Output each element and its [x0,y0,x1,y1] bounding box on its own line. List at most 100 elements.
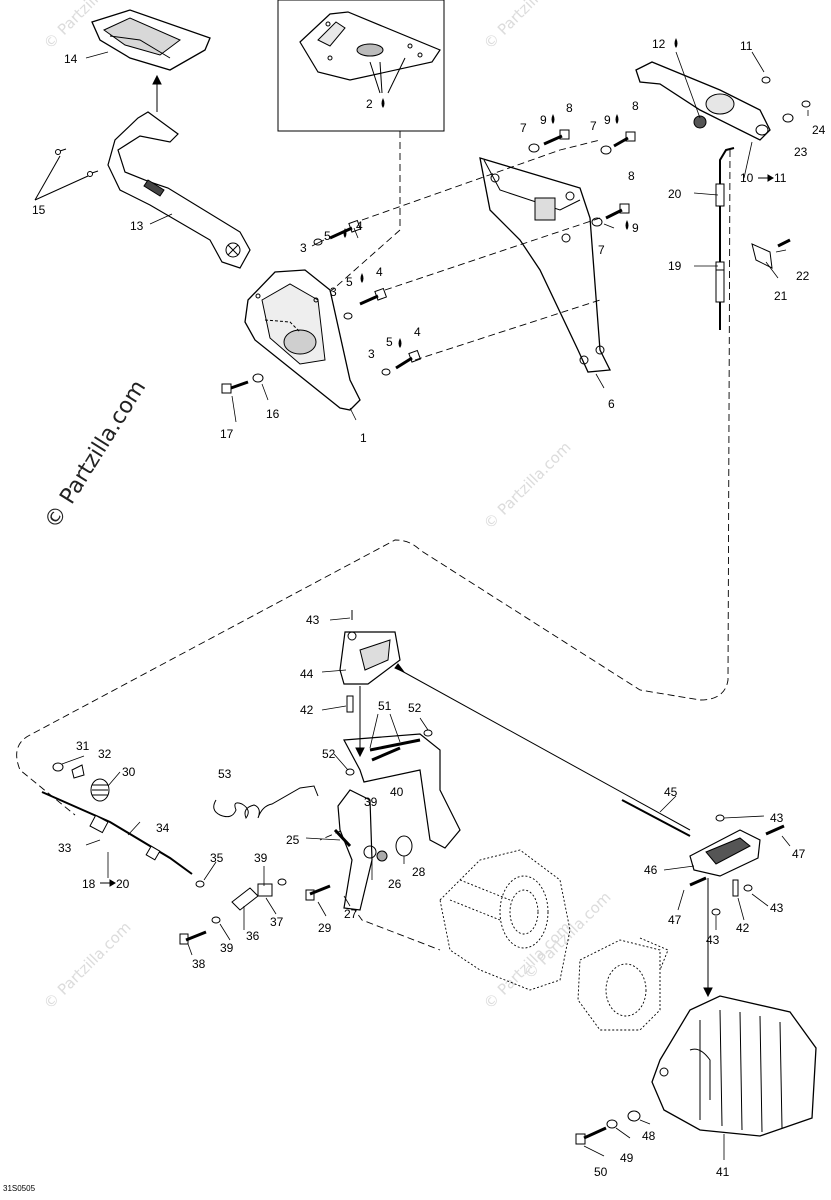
callout-22: 22 [796,269,810,283]
callout-4: 4 [376,265,383,279]
callout-39: 39 [220,941,234,955]
callout-5: 5 [324,229,331,243]
callout-21: 21 [774,289,788,303]
part-35-39-fasteners [179,878,331,945]
part-12-lever [635,61,771,141]
part-15-screws [34,148,99,201]
callout-43: 43 [770,901,784,915]
reverse-gate-phantom [577,937,669,1031]
callout-32: 32 [98,747,112,761]
callout-47: 47 [668,913,682,927]
callout-8: 8 [566,101,573,115]
callout-36: 36 [246,929,260,943]
part-46-bracket [689,814,785,998]
callout-13: 13 [130,219,144,233]
leader-arrow [399,669,691,831]
part-1-housing [244,269,361,411]
callout-43: 43 [770,811,784,825]
callout-48: 48 [642,1129,656,1143]
part-7-8-9-fasteners [528,129,636,227]
callout-20: 20 [668,187,682,201]
part-53-spring [213,785,319,820]
callout-43: 43 [706,933,720,947]
callout-7: 7 [590,119,597,133]
part-21-22-clip [751,238,791,269]
cable-routing-lines [16,131,731,951]
callout-51: 51 [378,699,392,713]
callout-37: 37 [270,915,284,929]
callout-31: 31 [76,739,90,753]
callout-16: 16 [266,407,280,421]
callout-40: 40 [390,785,404,799]
callout-42: 42 [300,703,314,717]
part-19-20-rod [715,147,735,330]
callout-2: 2 [366,97,373,111]
callout-19: 19 [668,259,682,273]
part-45-rod [621,799,691,837]
adhesive-drop-icon [343,38,678,348]
callout-23: 23 [794,145,808,159]
callout-41: 41 [716,1165,730,1179]
callout-52: 52 [408,701,422,715]
callout-10-target: 11 [774,171,787,185]
callout-39: 39 [364,795,378,809]
callout-9: 9 [604,113,611,127]
callout-39: 39 [254,851,268,865]
part-24-nut [801,100,811,108]
part-41-nozzle-cover [575,995,817,1145]
callout-10: 10 [740,171,754,185]
part-23-washer [782,113,794,123]
part-33-cable [41,791,193,875]
callout-1: 1 [360,431,367,445]
part-25-28-pedal-arm [333,789,413,911]
callout-18: 18 [82,877,96,891]
part-44-bracket [339,610,401,758]
callout-26: 26 [388,877,402,891]
callout-11: 11 [740,39,753,53]
callout-7: 7 [520,121,527,135]
drawing-code: 31S0505 [3,1184,36,1193]
part-14-handle [91,9,211,71]
callout-8: 8 [628,169,635,183]
callout-30: 30 [122,765,136,779]
callout-9: 9 [632,221,639,235]
part-3-4-5-fasteners [313,219,422,376]
callout-4: 4 [356,219,363,233]
callout-49: 49 [620,1151,634,1165]
callout-17: 17 [220,427,234,441]
callout-9: 9 [540,113,547,127]
callout-leaders [61,51,809,1160]
callout-33: 33 [58,841,72,855]
callout-5: 5 [346,275,353,289]
callout-44: 44 [300,667,314,681]
callout-6: 6 [608,397,615,411]
arrow-icon [100,174,774,887]
callout-3: 3 [300,241,307,255]
callout-5: 5 [386,335,393,349]
callout-43: 43 [306,613,320,627]
callout-46: 46 [644,863,658,877]
callout-7: 7 [598,243,605,257]
callout-35: 35 [210,851,224,865]
callout-53: 53 [218,767,232,781]
part-16-17-screw [221,373,264,394]
part-11-nut [761,76,771,84]
callout-50: 50 [594,1165,608,1179]
callout-8: 8 [632,99,639,113]
callout-29: 29 [318,921,332,935]
callout-18-target: 20 [116,877,130,891]
callout-38: 38 [192,957,206,971]
callout-34: 34 [156,821,170,835]
callout-3: 3 [368,347,375,361]
part-6-bracket [479,157,612,373]
jet-pump-housing-phantom [439,849,571,991]
callout-52: 52 [322,747,336,761]
callout-42: 42 [736,921,750,935]
callout-28: 28 [412,865,426,879]
callout-labels: 1 2 3 3 3 4 4 4 5 5 5 6 7 7 7 8 8 8 9 9 … [32,37,826,1179]
callout-45: 45 [664,785,678,799]
callout-24: 24 [812,123,826,137]
inset-box-part-2 [277,0,445,132]
